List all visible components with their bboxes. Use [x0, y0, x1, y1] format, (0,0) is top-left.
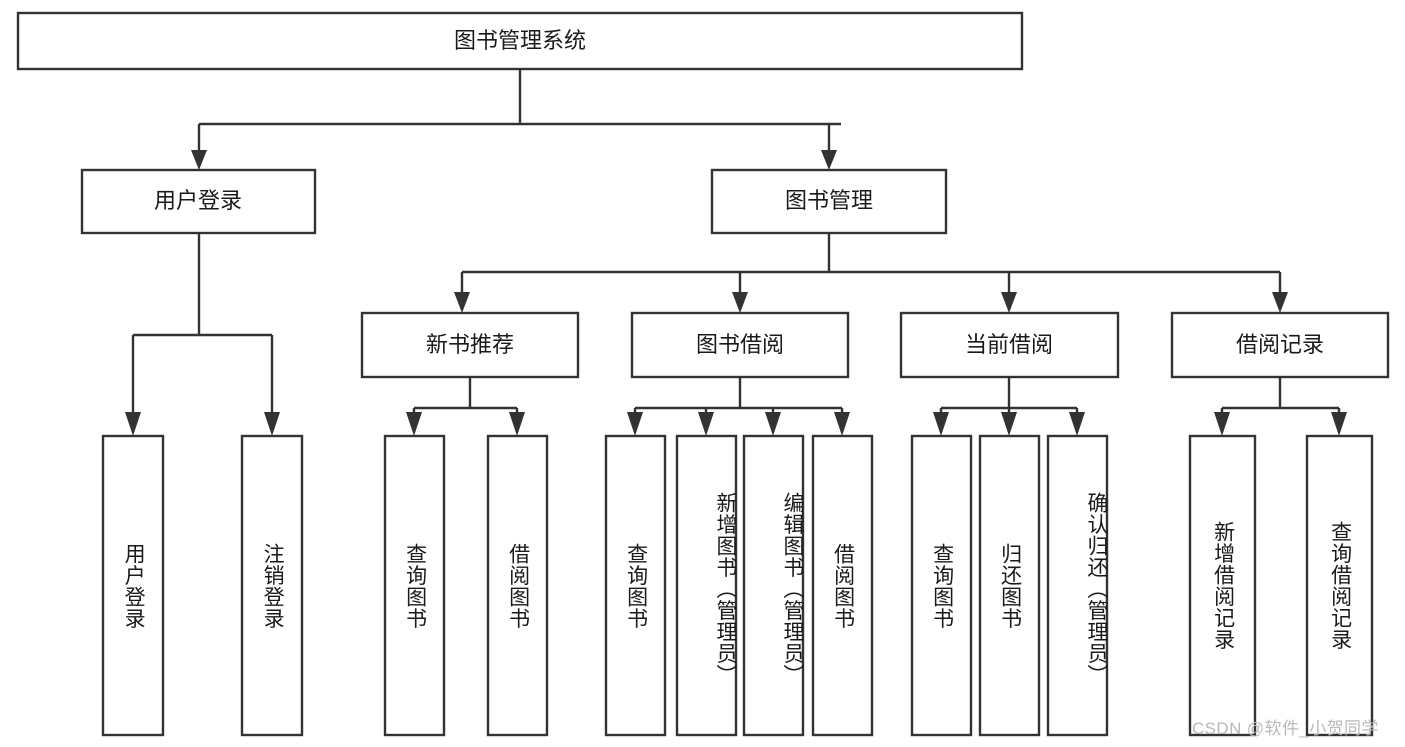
arrowhead-bookmgmt [821, 150, 837, 170]
node-box-new-book-recommend[interactable] [360, 311, 580, 379]
node-box-leaf-confirm-return[interactable] [1046, 434, 1109, 737]
connector-group-userlogin [125, 233, 280, 436]
node-box-root[interactable] [16, 11, 1024, 71]
arrowhead-borrowrecord-l0 [1214, 412, 1230, 436]
node-box-leaf-query-record[interactable] [1305, 434, 1374, 737]
node-label-book-borrow: 图书借阅 [696, 332, 784, 357]
arrowhead-bookborrow [732, 292, 748, 313]
arrowhead-newbook [454, 292, 470, 313]
arrowhead-bookborrow-l2 [765, 412, 781, 436]
node-label-current-borrow: 当前借阅 [965, 332, 1053, 357]
node-box-book-management[interactable] [710, 168, 948, 235]
node-box-current-borrow[interactable] [899, 311, 1120, 379]
node-label-user-login: 用户登录 [154, 188, 242, 213]
watermark-text: CSDN @软件_小贺同学 [1192, 719, 1379, 738]
arrowhead-bookborrow-l0 [627, 412, 643, 436]
node-box-book-borrow[interactable] [630, 311, 850, 379]
arrowhead-currentborrow-l2 [1069, 412, 1085, 436]
node-box-leaf-logout[interactable] [240, 434, 304, 737]
node-box-leaf-return-book[interactable] [978, 434, 1041, 737]
node-box-leaf-query-book-3[interactable] [910, 434, 973, 737]
arrowhead-currentborrow-l1 [1001, 412, 1017, 436]
connector-group-bookborrow [627, 377, 850, 436]
connector-group-currentborrow [933, 377, 1085, 436]
node-box-borrow-record[interactable] [1170, 311, 1390, 379]
node-box-leaf-borrow-book-2[interactable] [811, 434, 874, 737]
node-box-leaf-user-login[interactable] [101, 434, 165, 737]
arrowhead-bookborrow-l3 [834, 412, 850, 436]
connector-group-bookmgmt [454, 233, 1288, 313]
arrowhead-currentborrow [1001, 292, 1017, 313]
node-box-leaf-query-book-1[interactable] [383, 434, 446, 737]
arrowhead-currentborrow-l0 [933, 412, 949, 436]
node-box-leaf-add-book[interactable] [675, 434, 738, 737]
node-label-borrow-record: 借阅记录 [1236, 332, 1324, 357]
node-box-user-login[interactable] [80, 168, 317, 235]
arrowhead-bookborrow-l1 [698, 412, 714, 436]
arrowhead-userlogin-leaf1 [264, 412, 280, 436]
arrowhead-userlogin-leaf0 [125, 412, 141, 436]
node-box-leaf-borrow-book-1[interactable] [486, 434, 549, 737]
arrowhead-newbook-l1 [509, 412, 525, 436]
arrowhead-borrowrecord-l1 [1331, 412, 1347, 436]
node-box-leaf-query-book-2[interactable] [604, 434, 667, 737]
arrowhead-borrowrecord [1272, 292, 1288, 313]
connector-group-root [191, 69, 841, 170]
node-box-leaf-edit-book[interactable] [742, 434, 805, 737]
arrowhead-userlogin [191, 150, 207, 170]
node-label-new-book-recommend: 新书推荐 [426, 332, 514, 357]
node-label-root: 图书管理系统 [454, 28, 586, 53]
node-box-leaf-add-record[interactable] [1188, 434, 1257, 737]
node-label-book-management: 图书管理 [785, 188, 873, 213]
connector-group-borrowrecord [1214, 377, 1347, 436]
connector-group-newbook [406, 377, 525, 436]
arrowhead-newbook-l0 [406, 412, 422, 436]
